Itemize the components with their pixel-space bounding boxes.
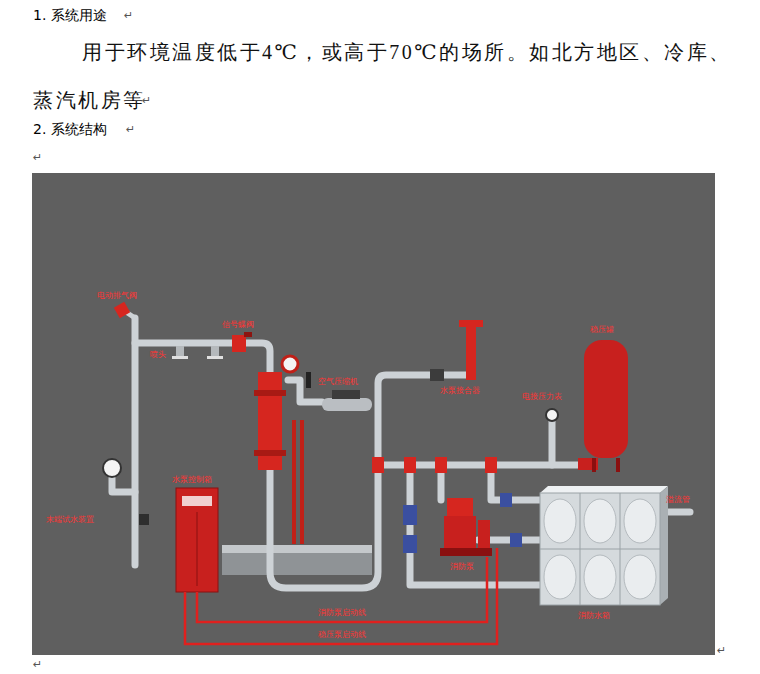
pump-drop-pipe xyxy=(491,465,540,500)
fire-water-tank xyxy=(540,493,660,605)
part-name: 水泵接合器 xyxy=(440,386,480,396)
pipe-tee xyxy=(404,457,416,473)
fire-pump xyxy=(444,516,476,548)
pump-adapter-symbol xyxy=(466,326,476,380)
compressor-tank xyxy=(322,398,372,411)
trim-pipe xyxy=(292,420,296,544)
pressure-tank xyxy=(584,340,628,458)
drain-tray-top xyxy=(222,545,372,553)
paragraph-mark: ↵ xyxy=(33,658,42,671)
drain-tray-body xyxy=(222,553,372,575)
wire-label: 消防泵启动线 xyxy=(318,608,366,618)
figure-background xyxy=(32,173,715,655)
compressor-motor xyxy=(332,390,360,399)
pipe-tee xyxy=(372,457,384,473)
control-cabinet xyxy=(176,488,218,592)
tank-leg xyxy=(616,458,620,472)
gate-valve xyxy=(500,493,512,507)
gate-valve xyxy=(403,505,417,525)
tank-panel xyxy=(544,499,576,543)
pressure-gauge xyxy=(282,356,298,372)
paragraph-mark: ↵ xyxy=(717,644,726,657)
part-name: 消防泵 xyxy=(450,562,474,572)
part-name: 稳压罐 xyxy=(590,325,614,335)
paragraph-mark: ↵ xyxy=(124,9,133,22)
tank-panel xyxy=(544,555,576,599)
pump-motor xyxy=(447,498,473,516)
pump-adapter-head xyxy=(459,320,483,327)
valve-flange xyxy=(254,450,286,456)
paragraph-mark: ↵ xyxy=(33,151,42,164)
tank-panel xyxy=(584,499,616,543)
section-heading: 1. 系统用途 xyxy=(33,6,107,24)
part-name: 电接压力表 xyxy=(522,392,562,402)
tank-panel xyxy=(624,555,656,599)
section-heading: 2. 系统结构 xyxy=(33,120,107,138)
part-name: 喷头 xyxy=(150,350,166,360)
pipe-tee xyxy=(485,457,497,473)
cabinet-display xyxy=(182,496,212,506)
sprinkler-deflector xyxy=(207,356,223,359)
butterfly-valve-symbol xyxy=(232,335,246,352)
part-name: 空气压缩机 xyxy=(318,377,358,387)
cabinet-door-line xyxy=(197,512,198,586)
gauge-pipe xyxy=(112,478,135,492)
exhaust-valve-symbol xyxy=(114,302,130,318)
part-name: 溢流管 xyxy=(666,495,690,505)
pressure-gauge xyxy=(103,459,121,477)
part-name: 消防水箱 xyxy=(578,611,610,621)
valve-flange xyxy=(254,390,286,396)
pressure-switch xyxy=(306,372,311,388)
tank-leg xyxy=(592,458,596,472)
gate-valve xyxy=(510,533,522,547)
fire-pump-start-wire xyxy=(197,557,487,622)
check-valve xyxy=(403,535,417,553)
wire-label: 稳压泵启动线 xyxy=(318,630,366,640)
tank-grid xyxy=(540,493,660,605)
check-valve xyxy=(430,369,444,381)
trim-pipe xyxy=(300,420,304,544)
part-name: 信号蝶阀 xyxy=(222,320,254,330)
sprinkler-symbol xyxy=(176,346,184,356)
sprinkler-deflector xyxy=(172,356,188,359)
valve-handle xyxy=(244,332,252,337)
tank-panel xyxy=(584,555,616,599)
part-name: 电动排气阀 xyxy=(97,291,137,301)
pressure-gauge xyxy=(546,409,558,421)
pipe-tee xyxy=(435,457,447,473)
adapter-pipe xyxy=(444,372,466,379)
paragraph-mark: ↵ xyxy=(126,123,135,136)
sprinkler-symbol xyxy=(211,346,219,356)
part-name: 水泵控制箱 xyxy=(172,475,212,485)
tank-panel xyxy=(624,499,656,543)
jockey-pump xyxy=(478,520,490,548)
part-name: 末端试水装置 xyxy=(46,515,94,525)
pump-base xyxy=(440,548,492,556)
tank-top xyxy=(540,486,668,493)
gauge-pipe xyxy=(549,420,556,465)
jockey-pump-start-wire xyxy=(185,548,497,644)
riser-pipe xyxy=(132,318,139,565)
suction-pipe xyxy=(410,465,540,585)
test-valve xyxy=(139,514,149,525)
paragraph-mark: ↵ xyxy=(142,94,151,107)
body-paragraph: 用于环境温度低于4℃，或高于70℃的场所。如北方地区、冷库、蒸汽机房等 xyxy=(33,28,753,124)
air-pipe xyxy=(288,380,322,402)
